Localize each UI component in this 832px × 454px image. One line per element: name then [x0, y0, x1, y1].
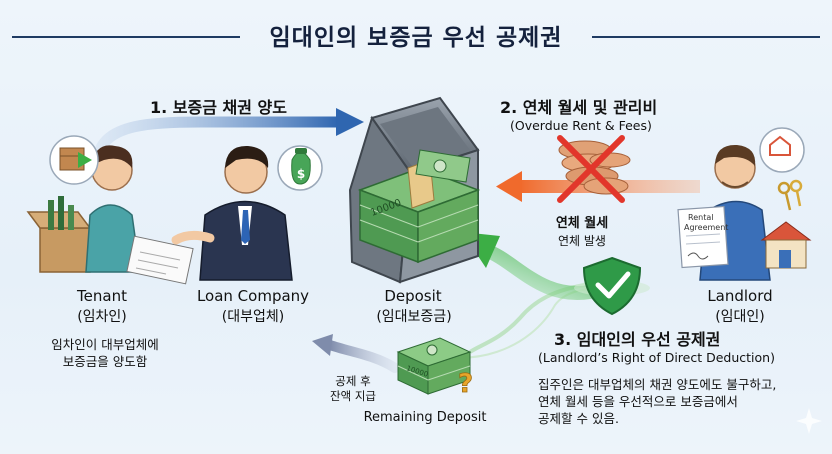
landlord-figure — [677, 127, 805, 281]
money-bag-icon: $ — [291, 148, 311, 185]
remaining-money-stack — [396, 337, 472, 395]
deposit-ko-label: (임대보증금) — [376, 309, 452, 325]
arrow-step1 — [94, 108, 364, 156]
step3-sub: (Landlord’s Right of Direct Deduction) — [538, 350, 775, 365]
coins-crossed-icon — [557, 135, 631, 203]
deposit-money-stack — [357, 149, 481, 264]
svg-text:$: $ — [297, 167, 305, 181]
overdue-sub: 연체 발생 — [558, 234, 606, 248]
overdue-label: 연체 월세 — [555, 216, 609, 231]
step2-label: 2. 연체 월세 및 관리비 — [500, 98, 658, 117]
remaining-arrow-label: 공제 후 잔액 지급 — [330, 374, 376, 403]
deposit-label: Deposit — [384, 287, 442, 305]
tenant-figure — [26, 135, 194, 285]
rental-agreement-icon-line2: Agreement — [684, 223, 728, 232]
tenant-description: 임차인이 대부업체에 보증금을 양도함 — [51, 337, 159, 369]
arrow-remaining — [312, 334, 400, 373]
step3-description: 집주인은 대부업체의 채권 양도에도 불구하고, 연체 월세 등을 우선적으로 … — [538, 377, 777, 426]
step2-sub: (Overdue Rent & Fees) — [510, 118, 652, 133]
title-rule-right — [592, 36, 820, 38]
remaining-deposit-label: Remaining Deposit — [363, 410, 487, 425]
rental-agreement-icon-line1: Rental — [688, 213, 713, 222]
landlord-label: Landlord — [707, 287, 773, 305]
loan-company-ko-label: (대부업체) — [221, 309, 285, 325]
tenant-label: Tenant — [77, 287, 127, 305]
question-icon: ? — [458, 369, 473, 399]
keys-icon — [777, 179, 803, 211]
loan-company-label: Loan Company — [196, 287, 310, 305]
shield-check-icon — [574, 256, 650, 316]
page-title: 임대인의 보증금 우선 공제권 — [269, 25, 563, 51]
step3-label: 3. 임대인의 우선 공제권 — [554, 330, 721, 349]
box-icon — [59, 147, 92, 171]
step1-label: 1. 보증금 채권 양도 — [150, 98, 287, 117]
house-icon — [760, 135, 812, 269]
sparkle-icon — [796, 408, 822, 434]
landlord-ko-label: (임대인) — [715, 309, 765, 325]
title-rule-left — [12, 36, 240, 38]
tenant-ko-label: (임차인) — [77, 309, 127, 325]
